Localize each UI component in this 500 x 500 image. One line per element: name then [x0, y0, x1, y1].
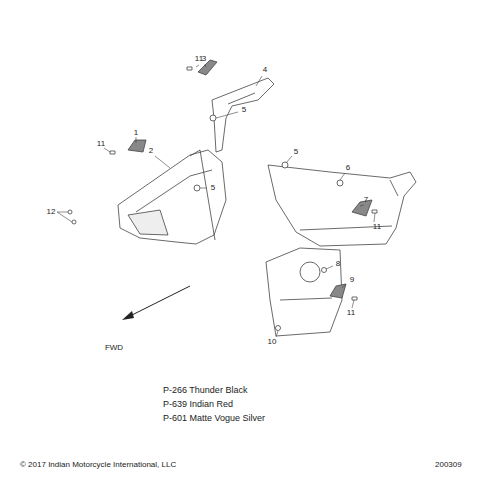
callout-number: 3 — [202, 55, 206, 63]
screw — [276, 326, 281, 331]
side-panel — [118, 150, 226, 244]
color-code-note: P-639 Indian Red — [163, 400, 233, 409]
callout-number: 5 — [242, 106, 246, 114]
drawing-number: 200309 — [435, 461, 462, 469]
leader-lines — [57, 64, 375, 337]
callout-number: 2 — [149, 147, 153, 155]
badge-1 — [128, 140, 146, 152]
callout-number: 10 — [268, 338, 277, 346]
callout-number: 4 — [263, 66, 267, 74]
clip — [68, 210, 72, 214]
screw — [372, 210, 377, 213]
callout-number: 11 — [373, 223, 381, 231]
callout-number: 5 — [211, 184, 215, 192]
bracket — [266, 248, 342, 336]
cover-edge — [228, 93, 255, 104]
copyright-note: © 2017 Indian Motorcycle International, … — [20, 461, 176, 469]
screw — [352, 297, 357, 300]
color-code-note: P-601 Matte Vogue Silver — [163, 414, 265, 423]
upper-cover — [212, 78, 274, 152]
large-side-cover — [268, 165, 416, 246]
callout-number: 8 — [336, 260, 340, 268]
callout-number: 1 — [134, 129, 138, 137]
nut — [210, 115, 216, 121]
screw — [322, 268, 327, 273]
nut — [194, 185, 200, 191]
nut — [282, 162, 288, 168]
fwd-arrow — [122, 286, 190, 320]
direction-label: FWD — [105, 344, 123, 352]
callout-number: 5 — [294, 148, 298, 156]
callout-number: 6 — [346, 164, 350, 172]
callout-number: 9 — [350, 276, 354, 284]
callout-number: 11 — [347, 309, 355, 317]
clip — [72, 220, 76, 224]
bracket-hole — [300, 262, 320, 282]
callout-number: 11 — [97, 140, 105, 148]
cover-edge — [390, 180, 398, 196]
callout-number: 7 — [364, 196, 368, 204]
badge-9 — [330, 284, 346, 298]
panel-edge — [136, 170, 212, 212]
screw — [110, 151, 115, 154]
panel-recess — [128, 210, 168, 235]
callout-number: 12 — [47, 208, 56, 216]
screw — [187, 67, 192, 70]
bracket-edge — [280, 298, 332, 300]
panel-fold — [190, 150, 215, 240]
color-code-note: P-266 Thunder Black — [163, 386, 247, 395]
nut — [337, 180, 343, 186]
badge-7 — [352, 200, 372, 216]
